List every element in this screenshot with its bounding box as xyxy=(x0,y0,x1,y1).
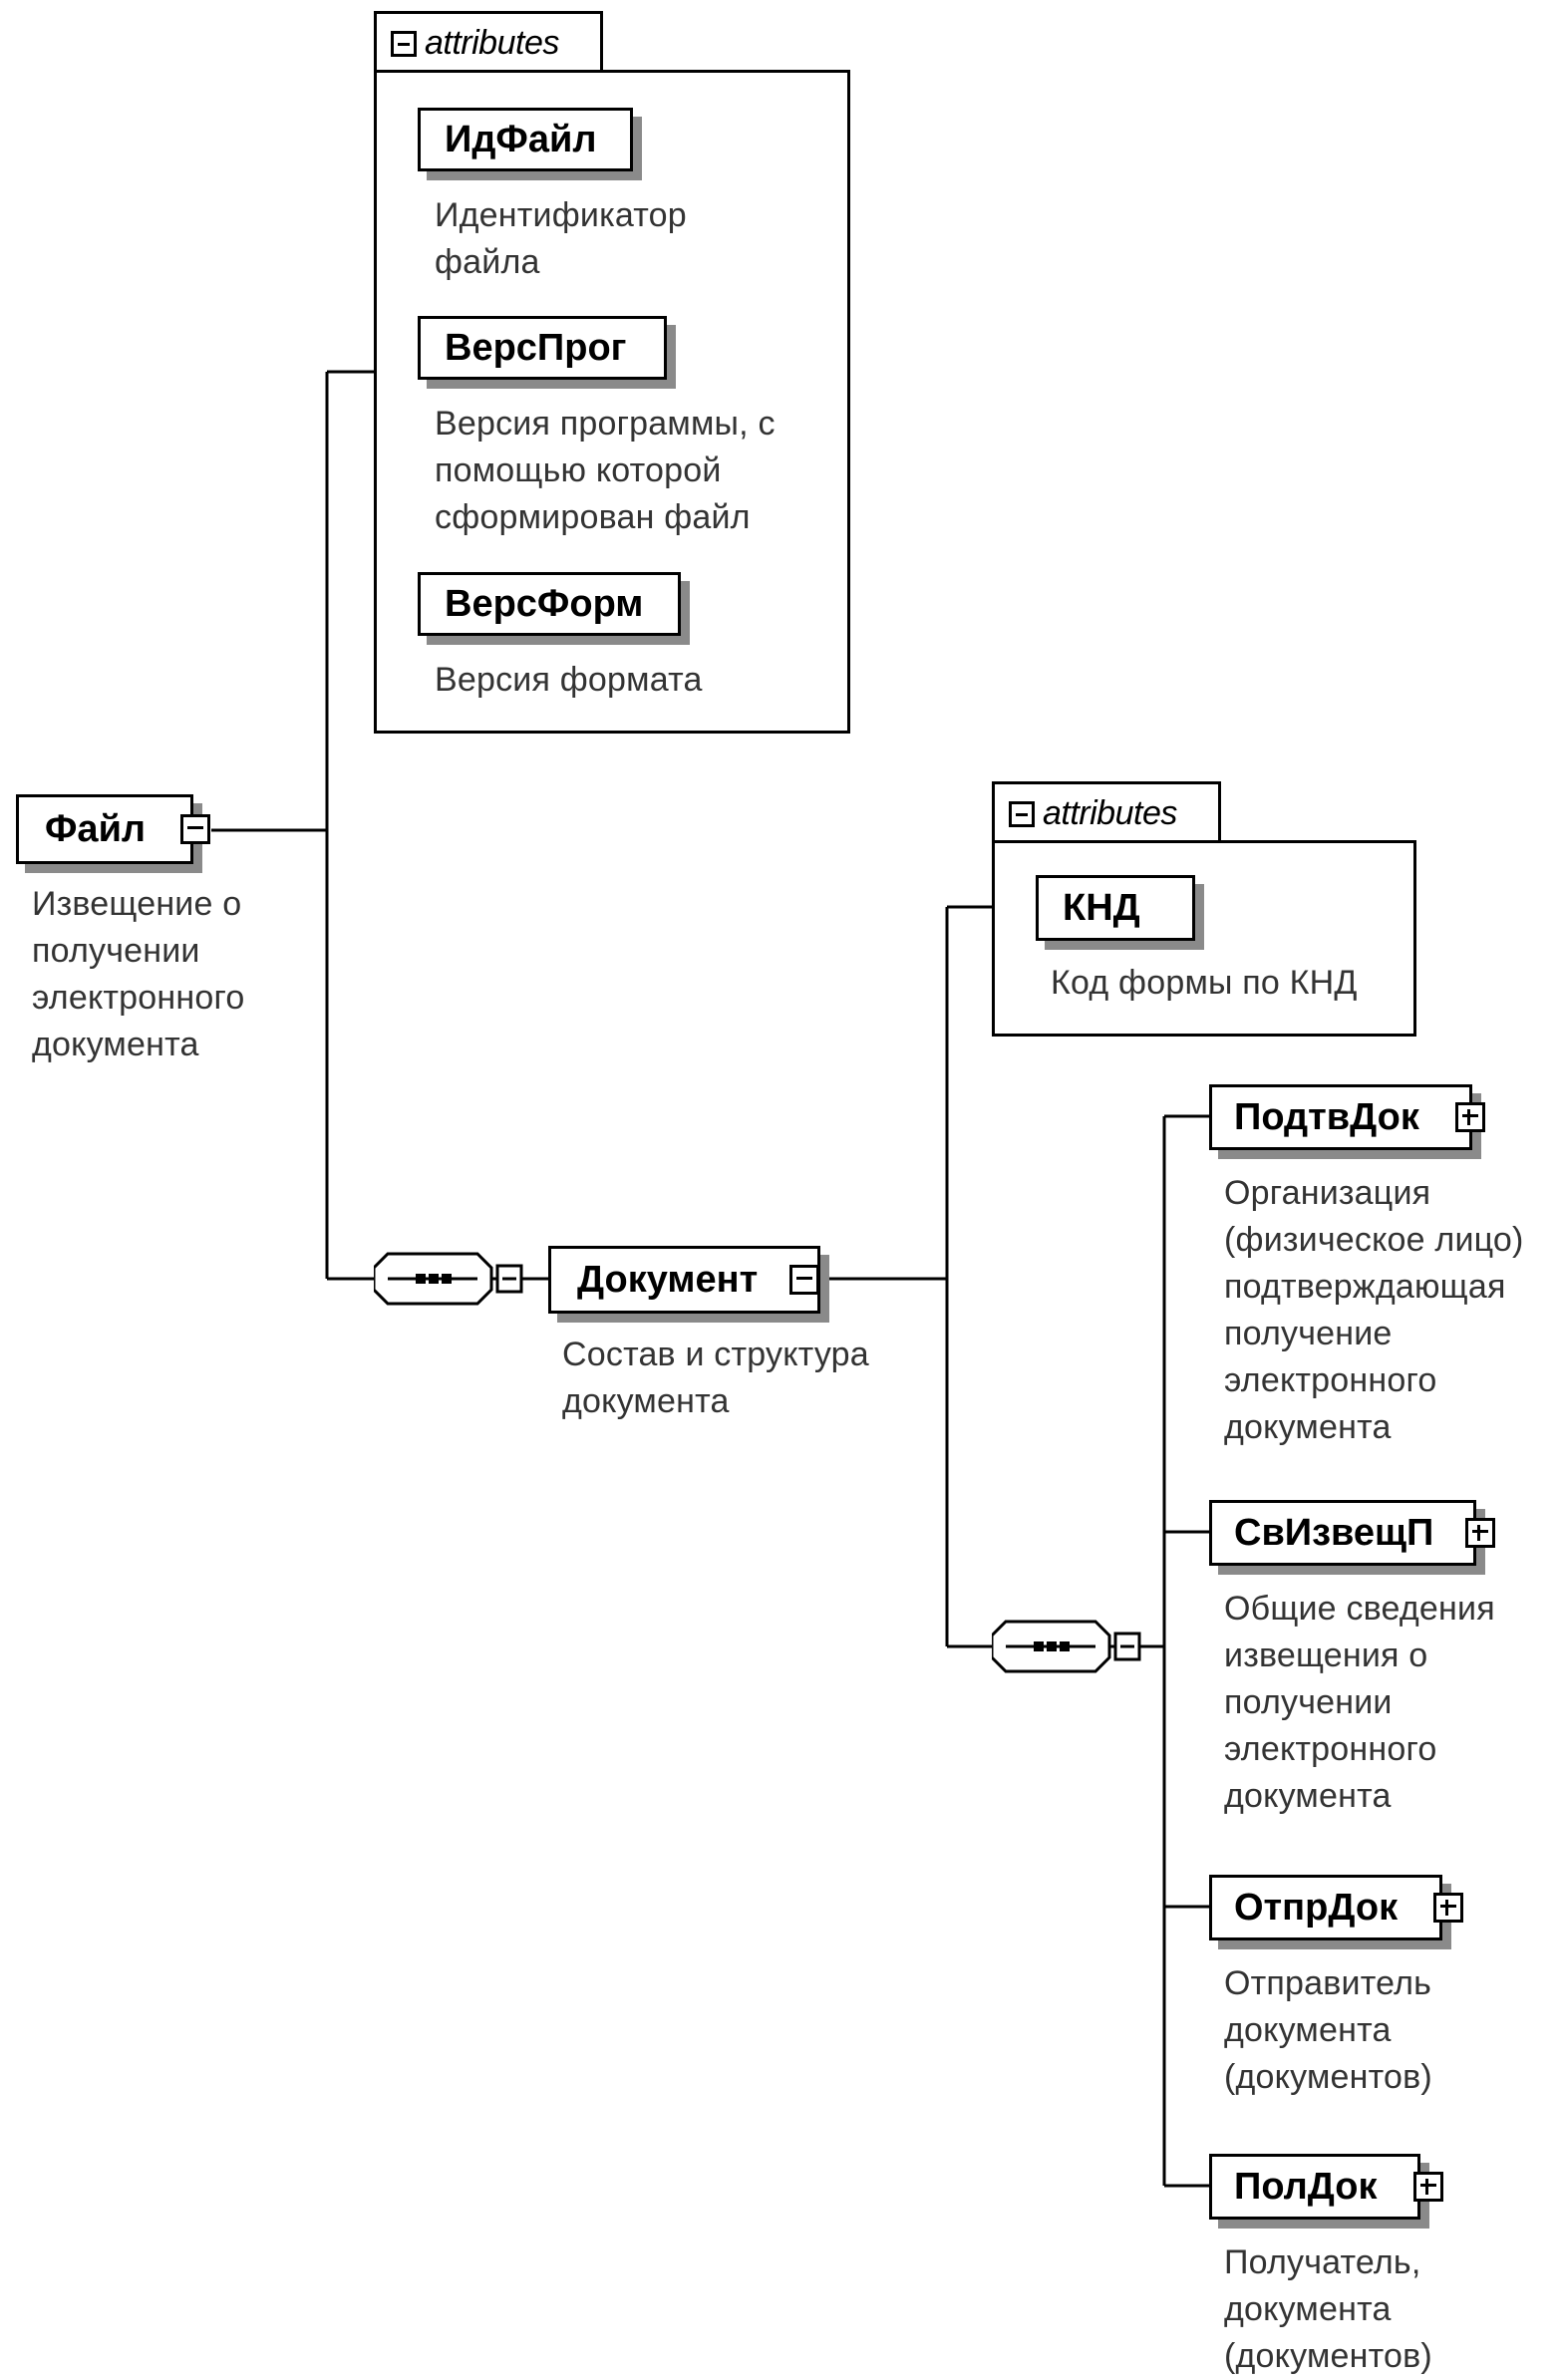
element-file[interactable]: Файл xyxy=(16,794,210,864)
attribute-description: Код формы по КНД xyxy=(1051,964,1358,1002)
attributes-tab-document: attributes xyxy=(992,781,1221,843)
sequence-compositor[interactable] xyxy=(374,1249,523,1309)
expand-icon[interactable] xyxy=(1465,1518,1495,1548)
element-name: СвИзвещП xyxy=(1234,1511,1434,1554)
expand-icon[interactable] xyxy=(1433,1893,1463,1923)
collapse-icon[interactable] xyxy=(391,30,417,57)
element-description: Общие сведения извещения о получении эле… xyxy=(1224,1590,1495,1815)
element-otprdok[interactable]: ОтпрДок xyxy=(1209,1875,1463,1940)
attribute-versform[interactable]: ВерсФорм xyxy=(418,572,681,636)
element-name: ОтпрДок xyxy=(1234,1886,1399,1929)
element-document[interactable]: Документ xyxy=(548,1246,820,1314)
attributes-tab-file: attributes xyxy=(374,11,603,73)
collapse-icon[interactable] xyxy=(1009,800,1035,827)
element-name: Документ xyxy=(577,1258,759,1301)
attribute-name: КНД xyxy=(1063,886,1140,929)
element-description: Отправитель документа (документов) xyxy=(1224,1964,1432,2096)
attribute-name: ВерсПрог xyxy=(445,326,627,369)
element-description: Извещение о получении электронного докум… xyxy=(32,885,245,1063)
collapse-icon[interactable] xyxy=(789,1265,819,1295)
attribute-description: Идентификатор файла xyxy=(435,196,687,281)
expand-icon[interactable] xyxy=(1413,2172,1443,2202)
attributes-label: attributes xyxy=(425,24,559,62)
attribute-idfile[interactable]: ИдФайл xyxy=(418,108,633,171)
attribute-name: ВерсФорм xyxy=(445,582,644,625)
element-name: Файл xyxy=(45,807,147,850)
collapse-icon[interactable] xyxy=(180,814,210,844)
element-name: ПодтвДок xyxy=(1234,1095,1419,1138)
element-svizveshp[interactable]: СвИзвещП xyxy=(1209,1500,1495,1566)
expand-icon[interactable] xyxy=(1455,1102,1485,1132)
element-podtvdok[interactable]: ПодтвДок xyxy=(1209,1084,1485,1150)
element-description: Организация (физическое лицо) подтвержда… xyxy=(1224,1174,1524,1446)
element-description: Получатель, документа (документов) xyxy=(1224,2243,1432,2375)
sequence-compositor[interactable] xyxy=(992,1617,1141,1676)
element-poldok[interactable]: ПолДок xyxy=(1209,2154,1443,2220)
attribute-description: Версия программы, с помощью которой сфор… xyxy=(435,405,776,536)
attribute-versprog[interactable]: ВерсПрог xyxy=(418,316,667,380)
element-description: Состав и структура документа xyxy=(562,1336,869,1420)
attributes-label: attributes xyxy=(1043,794,1177,832)
element-name: ПолДок xyxy=(1234,2165,1378,2208)
attribute-knd[interactable]: КНД xyxy=(1036,875,1195,941)
attribute-name: ИдФайл xyxy=(445,118,597,160)
attribute-description: Версия формата xyxy=(435,661,703,699)
